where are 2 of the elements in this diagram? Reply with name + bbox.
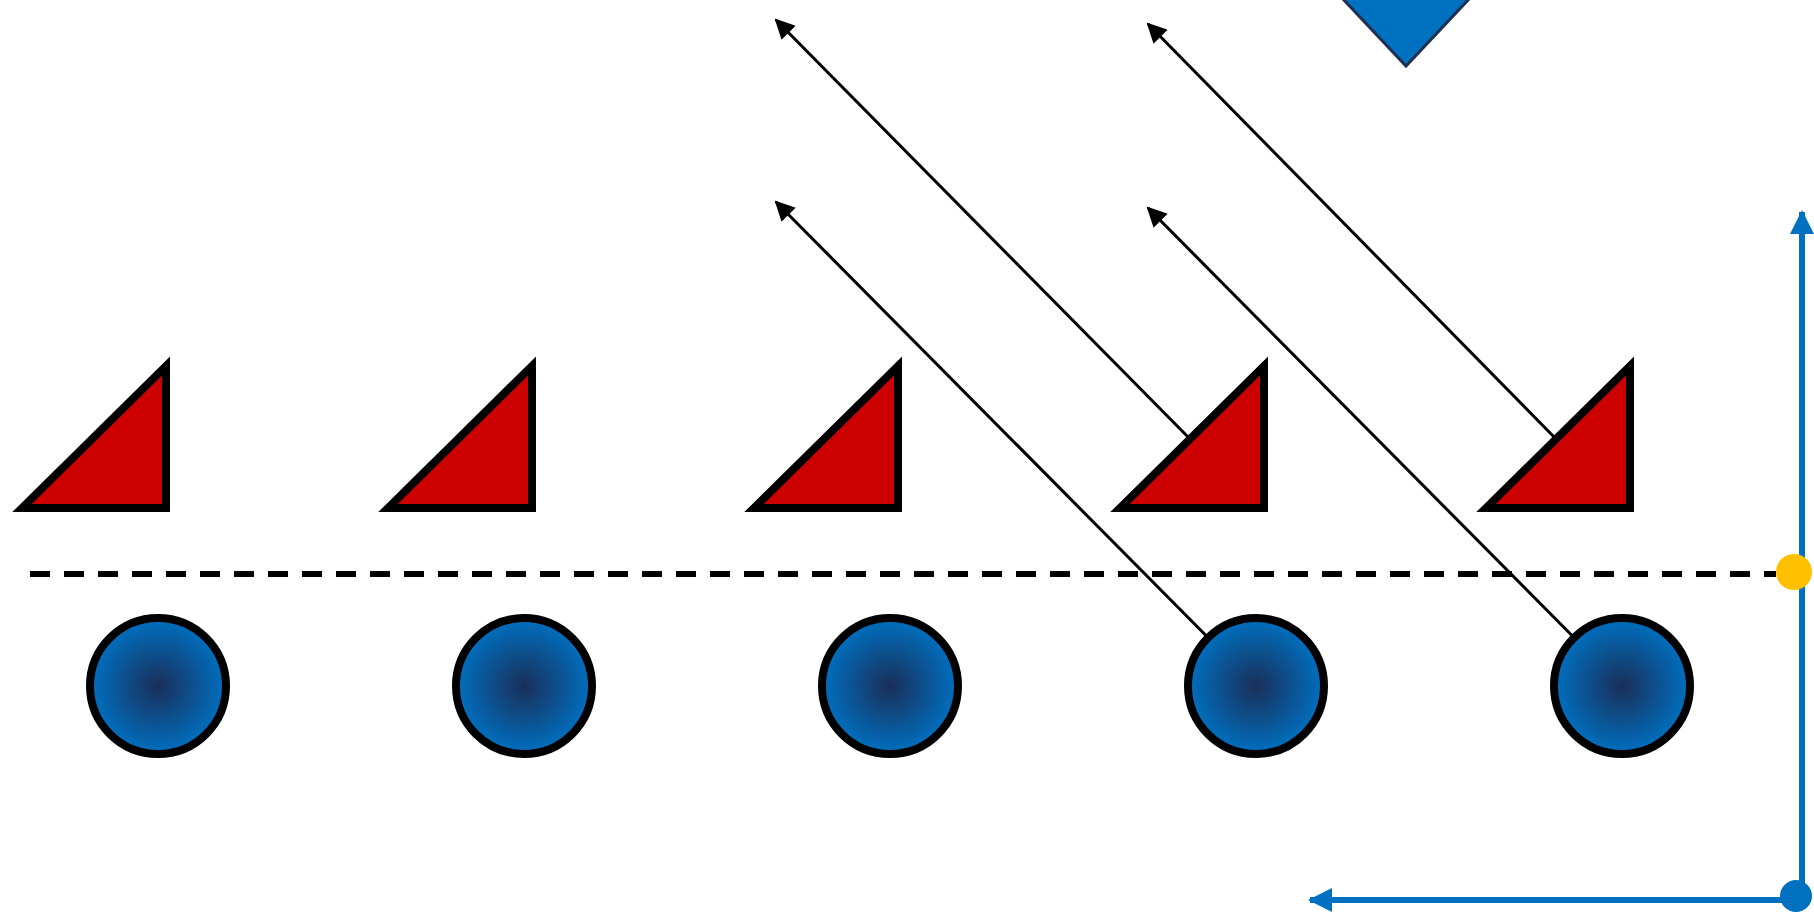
arrow	[1146, 206, 1574, 638]
arrow	[774, 200, 1208, 638]
